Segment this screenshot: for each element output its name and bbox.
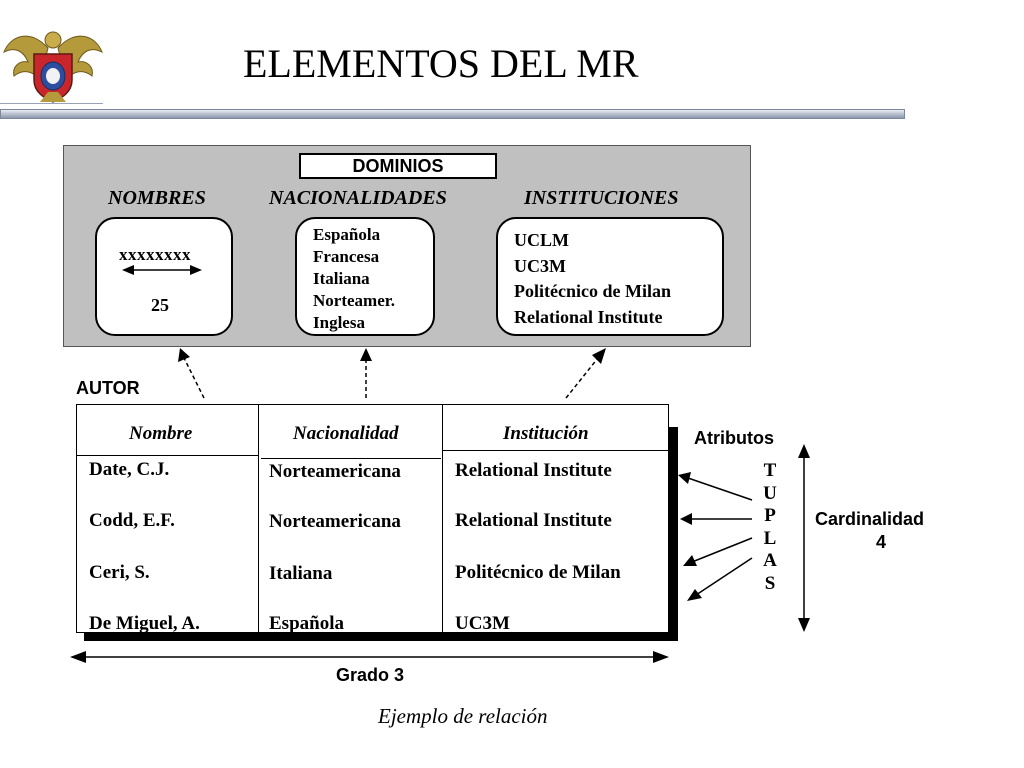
table-cell: De Miguel, A.: [89, 613, 200, 634]
column-divider: [442, 405, 443, 632]
domain-box-nombres: [95, 217, 233, 336]
tuplas-label: T U P L A S: [763, 460, 777, 596]
tuplas-letter: P: [764, 505, 776, 527]
tuple-arrow-icon: [695, 557, 753, 596]
arrowhead-icon: [798, 444, 810, 458]
domain-box-nacionalidades: [295, 217, 435, 336]
university-crest-logo: [0, 18, 106, 106]
table-cell: Relational Institute: [455, 460, 612, 481]
tuplas-letter: S: [764, 572, 776, 594]
header-divider: [77, 455, 259, 456]
table-cell: Norteamericana: [269, 511, 401, 532]
relation-name: AUTOR: [76, 378, 140, 398]
arrowhead-icon: [190, 265, 202, 275]
table-cell: Codd, E.F.: [89, 510, 175, 531]
arrowhead-icon: [592, 348, 606, 364]
arrowhead-icon: [678, 472, 691, 484]
cardinalidad-label: Cardinalidad: [815, 509, 925, 529]
domain-box-instituciones: [496, 217, 724, 336]
nacionalidad-item: Francesa: [313, 247, 380, 266]
column-header-nacionalidad: Nacionalidad: [293, 423, 399, 444]
nacionalidades-list: Española Francesa Italiana Norteamer. In…: [313, 224, 395, 334]
arrowhead-icon: [687, 589, 702, 601]
column-header-nombre: Nombre: [129, 423, 193, 444]
institucion-item: Politécnico de Milan: [514, 281, 671, 301]
instituciones-list: UCLM UC3M Politécnico de Milan Relationa…: [514, 228, 671, 330]
tuplas-letter: L: [763, 527, 777, 549]
table-cell: Relational Institute: [455, 510, 612, 531]
grado-label: Grado 3: [336, 665, 405, 685]
tuplas-letter: T: [763, 460, 777, 481]
tuple-arrow-icon: [687, 477, 753, 501]
institucion-item: UCLM: [514, 230, 569, 250]
arrowhead-icon: [680, 513, 692, 525]
arrowhead-icon: [653, 651, 669, 663]
domain-heading-instituciones: INSTITUCIONES: [524, 187, 679, 209]
arrowhead-icon: [798, 618, 810, 632]
arrowhead-icon: [360, 348, 372, 361]
table-cell: Ceri, S.: [89, 562, 150, 583]
title-bar: [0, 109, 905, 119]
tuplas-letter: U: [763, 482, 777, 504]
nombres-pattern: xxxxxxxx: [119, 245, 191, 264]
dashed-arrow-icon: [183, 357, 205, 399]
table-cell: UC3M: [455, 613, 510, 634]
cardinalidad-value: 4: [876, 532, 887, 552]
table-cell: Politécnico de Milan: [455, 562, 621, 583]
tuplas-letter: A: [763, 550, 777, 572]
atributos-label: Atributos: [694, 428, 774, 448]
header-divider: [443, 450, 668, 451]
nombres-length: 25: [151, 295, 169, 315]
nacionalidad-item: Inglesa: [313, 313, 365, 332]
figure-caption: Ejemplo de relación: [378, 704, 548, 728]
table-cell: Norteamericana: [269, 461, 401, 482]
institucion-item: UC3M: [514, 255, 566, 276]
column-divider: [258, 405, 259, 632]
column-header-institucion: Institución: [503, 423, 589, 444]
header-divider: [261, 458, 441, 459]
domains-label: DOMINIOS: [299, 153, 497, 179]
arrowhead-icon: [122, 265, 134, 275]
nacionalidad-item: Española: [313, 225, 381, 244]
arrowhead-icon: [683, 555, 697, 566]
nacionalidad-item: Norteamer.: [313, 291, 395, 310]
header-rule: [0, 103, 103, 104]
table-cell: Italiana: [269, 563, 333, 584]
arrowhead-icon: [178, 348, 190, 362]
domain-heading-nacionalidades: NACIONALIDADES: [269, 187, 447, 209]
slide-title: ELEMENTOS DEL MR: [243, 41, 639, 86]
domain-heading-nombres: NOMBRES: [108, 187, 206, 209]
table-cell: Date, C.J.: [89, 459, 170, 480]
arrowhead-icon: [70, 651, 86, 663]
dashed-arrow-icon: [565, 357, 599, 399]
tuple-arrow-icon: [691, 537, 753, 563]
table-cell: Española: [269, 613, 344, 634]
nacionalidad-item: Italiana: [313, 269, 370, 288]
institucion-item: Relational Institute: [514, 306, 663, 327]
relation-table: [76, 404, 669, 633]
